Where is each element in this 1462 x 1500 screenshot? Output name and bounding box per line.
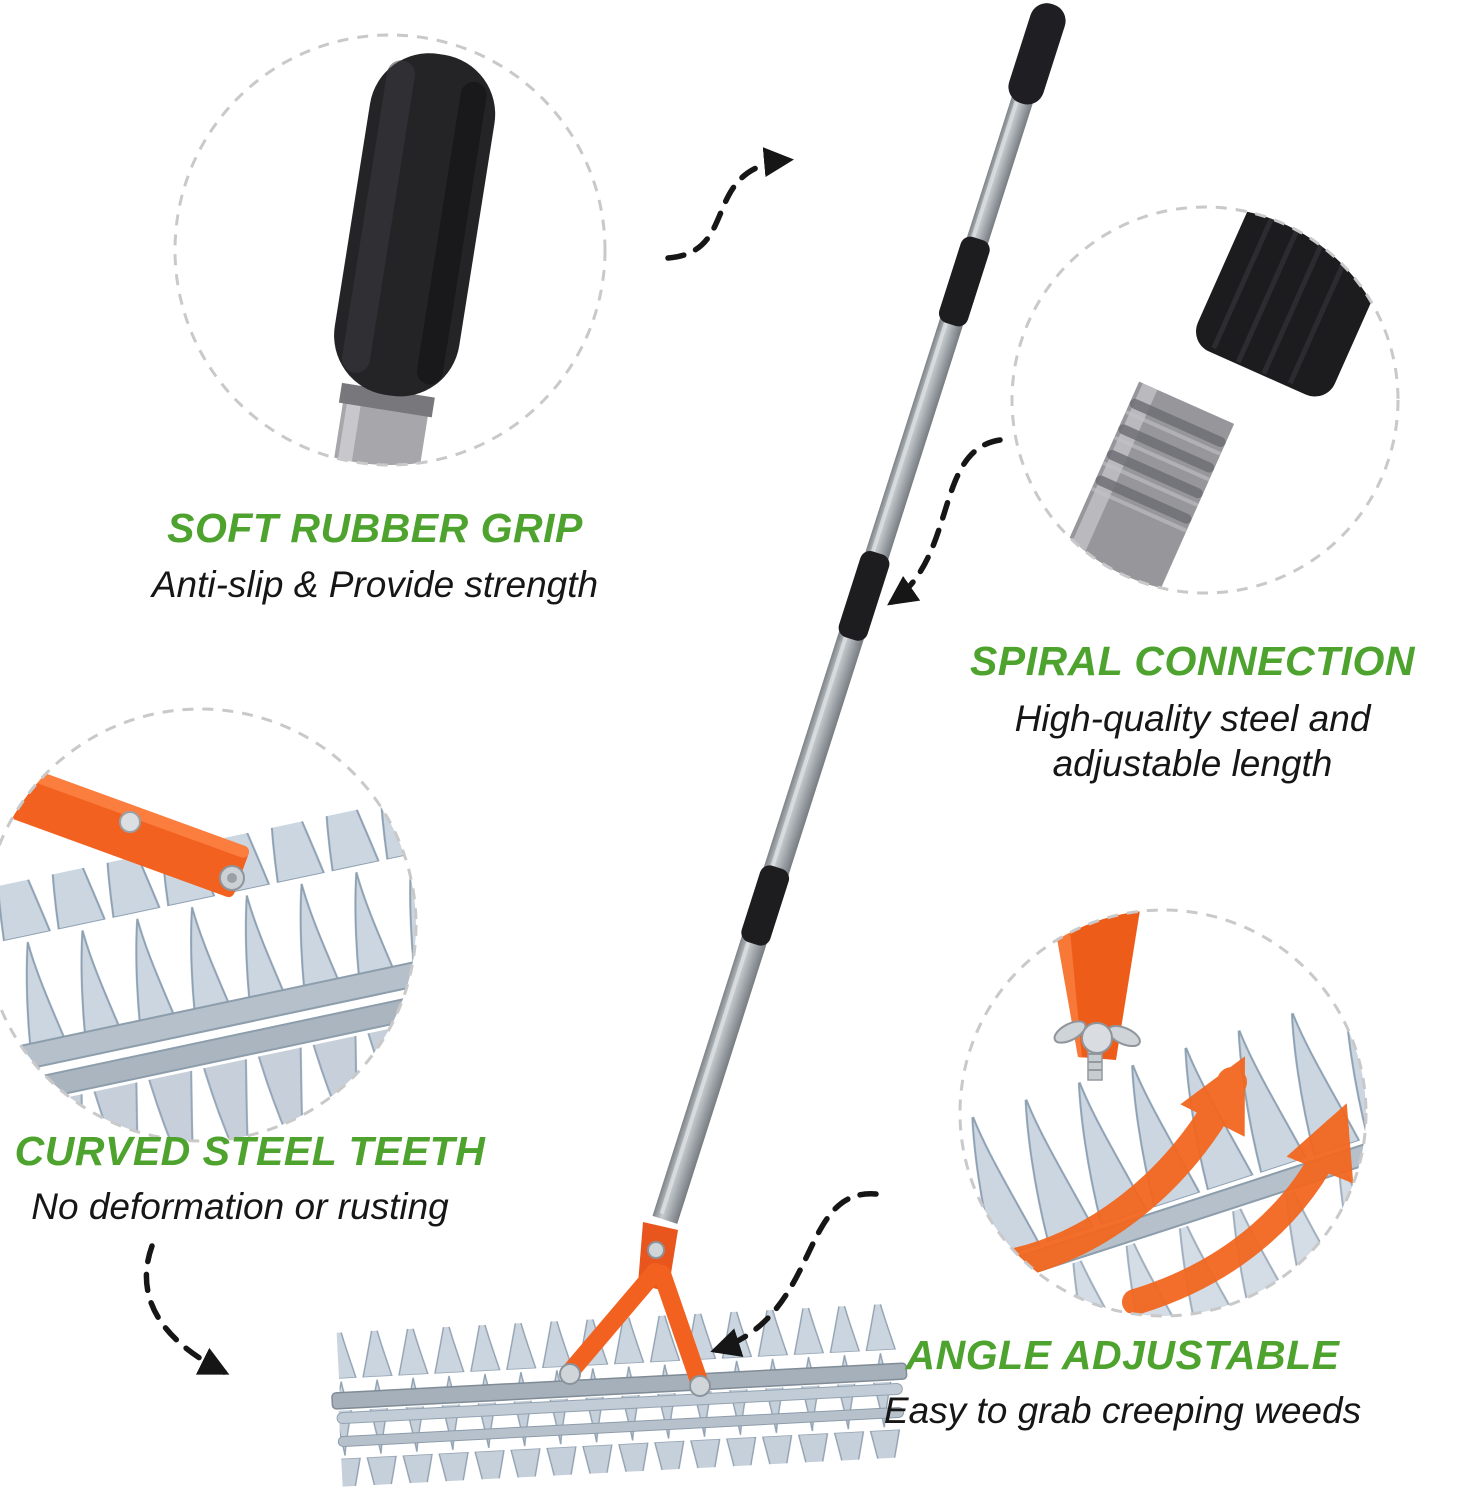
feature-subtitle-spiral-connection-line2: adjustable length	[1052, 743, 1333, 784]
feature-title-curved-steel-teeth: CURVED STEEL TEETH	[14, 1128, 486, 1174]
dashed-arrow-grip-icon	[665, 147, 794, 261]
dashed-arrow-teeth-icon	[143, 1243, 230, 1375]
pole-sleeve-icon	[741, 865, 790, 946]
feature-subtitle-spiral-connection-line1: High-quality steel and	[1014, 698, 1371, 739]
rake-product	[331, 3, 1066, 1487]
head-bracket	[559, 1222, 711, 1397]
adjust-arrows-icon	[990, 1056, 1354, 1315]
pole-sleeve-icon	[838, 551, 890, 641]
dashed-arrow-angle-icon	[710, 1191, 879, 1357]
bracket-screw-icon	[119, 811, 141, 833]
angle-orange-bracket	[1052, 910, 1141, 1081]
grip-closeup-photo	[320, 53, 496, 465]
feature-title-angle-adjustable: ANGLE ADJUSTABLE	[905, 1332, 1340, 1378]
feature-title-spiral-connection: SPIRAL CONNECTION	[969, 638, 1416, 684]
pole-sleeve-icon	[938, 236, 990, 327]
rake-head	[331, 1303, 908, 1487]
wing-nut-icon	[1081, 1022, 1113, 1054]
bracket-screw-icon	[559, 1363, 581, 1385]
telescopic-pole	[652, 3, 1066, 1224]
grip-closeup-circle	[173, 33, 607, 467]
feature-subtitle-soft-rubber-grip: Anti-slip & Provide strength	[151, 564, 599, 605]
dashed-arrow-spiral-icon	[887, 437, 1003, 606]
spiral-closeup-circle	[1010, 205, 1400, 595]
feature-subtitle-angle-adjustable: Easy to grab creeping weeds	[883, 1390, 1362, 1431]
top-grip-icon	[1008, 3, 1066, 105]
feature-subtitle-curved-steel-teeth: No deformation or rusting	[31, 1186, 449, 1227]
bracket-screw-icon	[647, 1241, 665, 1259]
bracket-screw-icon	[689, 1375, 711, 1397]
teeth-closeup-circle	[0, 707, 418, 1143]
feature-title-soft-rubber-grip: SOFT RUBBER GRIP	[167, 505, 583, 551]
